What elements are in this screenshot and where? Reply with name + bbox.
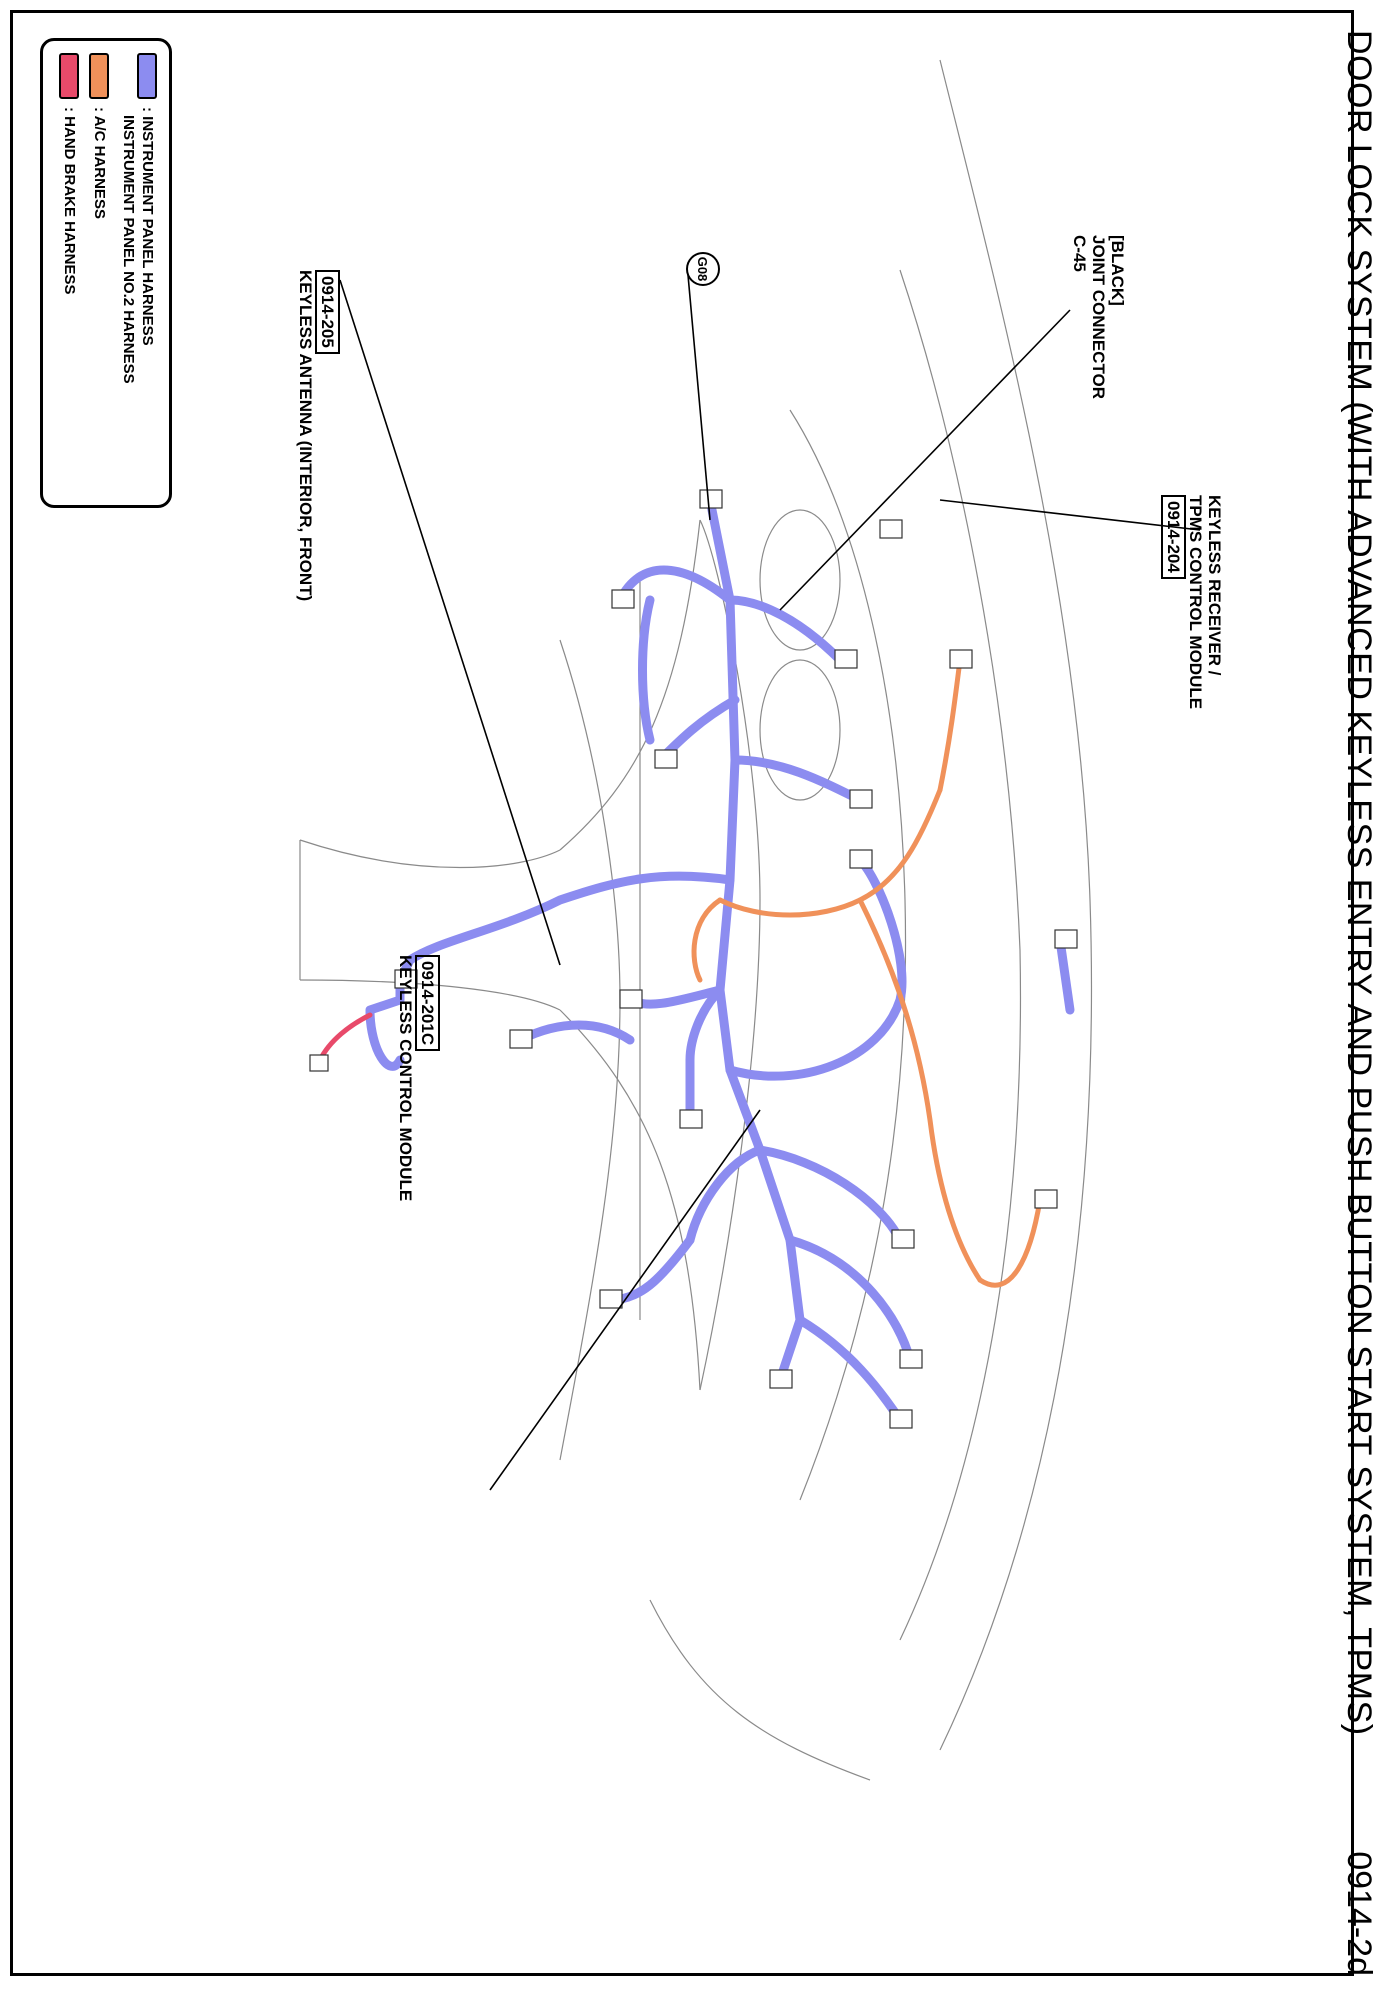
leader-lines [339, 274, 1201, 1491]
legend-swatch-hand-brake [59, 53, 79, 99]
joint-connector-line1: [BLACK] [1108, 235, 1127, 306]
connectors [309, 489, 1078, 1429]
keyless-receiver-line1: KEYLESS RECEIVER / [1205, 495, 1224, 676]
legend-row-instrument-panel: : INSTRUMENT PANEL HARNESS INSTRUMENT PA… [120, 53, 161, 384]
legend-row-ac: : A/C HARNESS [87, 53, 113, 373]
page-number: 0914-2d [1340, 1851, 1378, 1976]
keyless-control-code: 0914-201C [415, 955, 440, 1052]
legend-swatch-instrument-panel [137, 53, 157, 99]
legend-label-instrument-panel: : INSTRUMENT PANEL HARNESS [139, 107, 156, 346]
ac-harness [691, 657, 1043, 1288]
keyless-antenna-label: 0914-205 KEYLESS ANTENNA (INTERIOR, FRON… [296, 270, 340, 601]
legend-swatch-ac [89, 53, 109, 99]
ground-g08-symbol: G08 [686, 252, 720, 286]
page-frame [10, 10, 1354, 1976]
keyless-control-label: 0914-201C KEYLESS CONTROL MODULE [396, 955, 440, 1201]
keyless-antenna-code: 0914-205 [315, 270, 340, 354]
joint-connector-line3: C-45 [1070, 235, 1089, 272]
keyless-receiver-code: 0914-204 [1161, 495, 1186, 579]
legend-label-ac: : A/C HARNESS [91, 107, 108, 219]
page-title: DOOR LOCK SYSTEM (WITH ADVANCED KEYLESS … [1340, 30, 1378, 1736]
keyless-receiver-label: KEYLESS RECEIVER / TPMS CONTROL MODULE 0… [1161, 495, 1224, 709]
legend-label-hand-brake: : HAND BRAKE HARNESS [61, 107, 78, 295]
legend-row-hand-brake: : HAND BRAKE HARNESS [57, 53, 83, 373]
joint-connector-label: [BLACK] JOINT CONNECTOR C-45 [1070, 235, 1127, 399]
legend-label-instrument-panel-2: INSTRUMENT PANEL NO.2 HARNESS [120, 115, 137, 384]
keyless-antenna-line1: KEYLESS ANTENNA (INTERIOR, FRONT) [296, 270, 315, 602]
keyless-receiver-line2: TPMS CONTROL MODULE [1186, 495, 1205, 710]
joint-connector-line2: JOINT CONNECTOR [1089, 235, 1108, 400]
harness-legend: : INSTRUMENT PANEL HARNESS INSTRUMENT PA… [40, 38, 172, 508]
keyless-control-line1: KEYLESS CONTROL MODULE [396, 955, 415, 1202]
